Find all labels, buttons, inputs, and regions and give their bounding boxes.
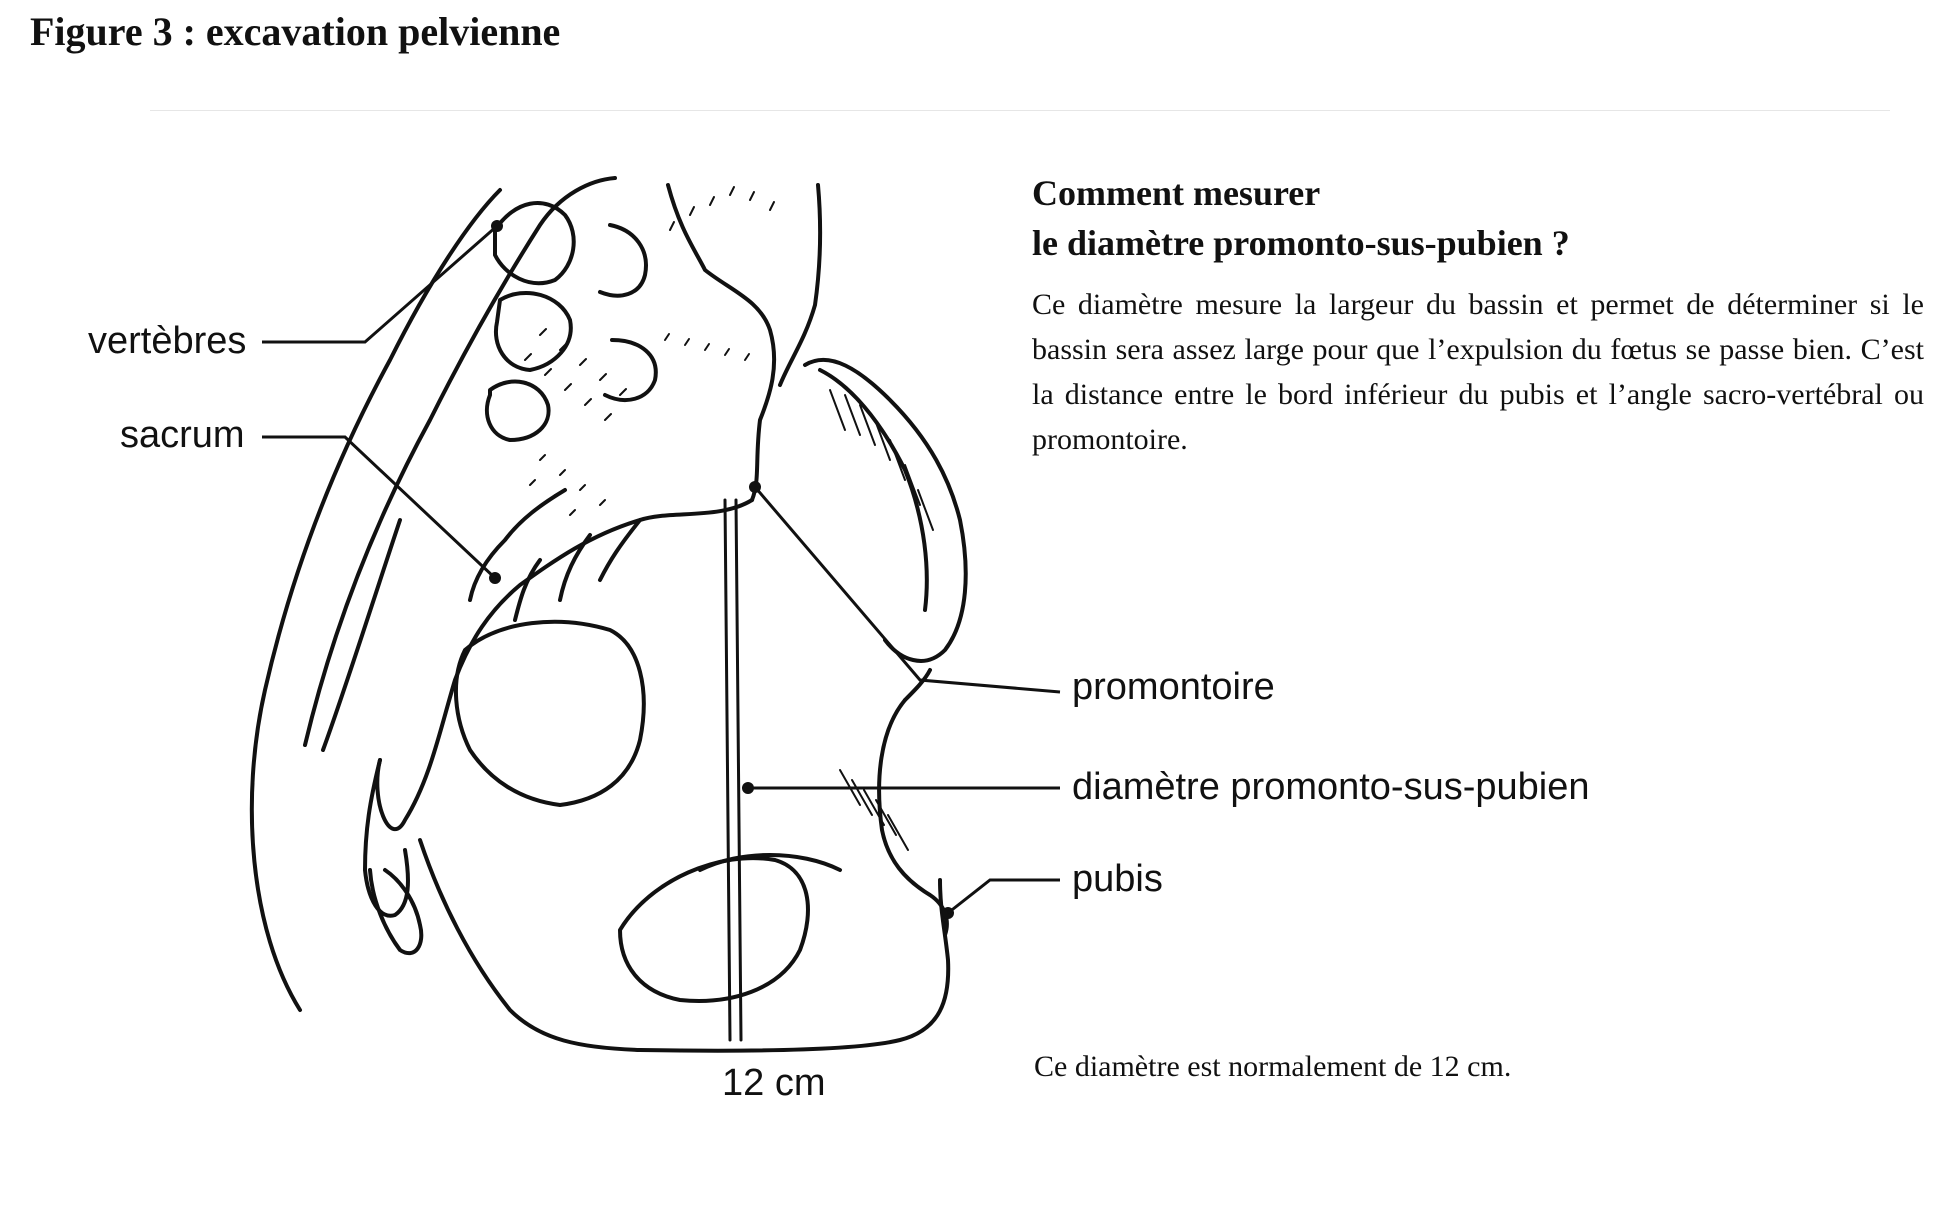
label-vertebres: vertèbres: [88, 320, 247, 362]
info-note: Ce diamètre est normalement de 12 cm.: [1034, 1050, 1512, 1083]
pubis-body: [877, 698, 949, 937]
label-pubis: pubis: [1072, 858, 1163, 900]
sacrum-hatching: [524, 186, 775, 516]
ilium-wing: [803, 358, 968, 663]
top-rule: [150, 110, 1890, 111]
pubis-leader: [947, 878, 1060, 915]
label-promontoire: promontoire: [1072, 666, 1275, 708]
measurement-line-b: [734, 498, 743, 1042]
pubic-outer: [698, 853, 842, 872]
coccyx-tip: [368, 868, 424, 956]
ilium-inner: [818, 368, 929, 612]
obturator-ring: [454, 619, 646, 807]
disc-lower: [603, 338, 658, 402]
label-diametre: diamètre promonto-sus-pubien: [1072, 766, 1590, 808]
sacrum-leader: [262, 435, 497, 580]
pubic-ring: [618, 856, 810, 1003]
label-sacrum: sacrum: [120, 414, 245, 456]
pelvic-floor: [418, 838, 951, 1053]
sacrum-shape: [375, 498, 754, 831]
info-heading-line1: Comment mesurer: [1032, 173, 1321, 213]
promontory-notch: [903, 668, 932, 702]
measurement-line-a: [723, 498, 732, 1042]
leader-lines: [262, 224, 1061, 915]
outer-back-contour: [249, 188, 502, 1012]
lumbar-column-front: [778, 183, 823, 387]
ilium-hatching: [829, 389, 934, 851]
disc-upper: [598, 223, 648, 298]
sacral-segments: [513, 518, 642, 622]
sacrum-inner: [468, 488, 567, 602]
inner-back-contour: [303, 176, 617, 747]
anatomy-drawing: [249, 176, 968, 1053]
info-body: Ce diamètre mesure la largeur du bassin …: [1032, 288, 1924, 456]
vertebra-upper: [493, 201, 576, 286]
label-measure: 12 cm: [722, 1062, 826, 1104]
back-contour-ridge: [321, 518, 402, 752]
info-heading-line2: le diamètre promonto-sus-pubien ?: [1032, 223, 1570, 263]
vertebra-lower: [484, 379, 551, 442]
info-heading: Comment mesurer le diamètre promonto-sus…: [1032, 168, 1570, 268]
figure-title: Figure 3 : excavation pelvienne: [30, 9, 561, 54]
lumbar-column: [666, 183, 777, 502]
vertebres-leader: [262, 224, 498, 344]
promontoire-leader: [753, 486, 1061, 694]
vertebra-middle: [493, 290, 573, 372]
